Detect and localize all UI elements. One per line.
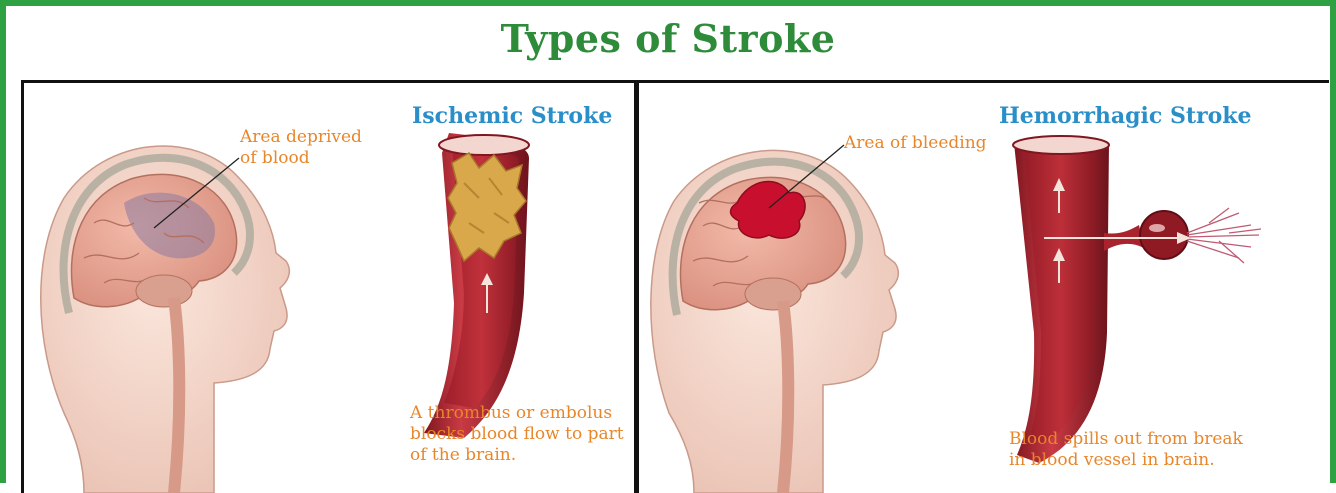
blood-spray xyxy=(1187,208,1261,263)
ischemic-heading: Ischemic Stroke xyxy=(412,103,612,129)
spinal-cord xyxy=(174,298,179,493)
label-area-deprived-2: of blood xyxy=(240,148,310,169)
label-area-bleeding: Area of bleeding xyxy=(844,133,987,154)
artery-opening-2 xyxy=(1013,136,1109,154)
hemorrhagic-caption-line1: Blood spills out from break xyxy=(1009,429,1243,450)
page-title: Types of Stroke xyxy=(0,16,1336,61)
cerebellum-2 xyxy=(745,278,801,310)
ischemic-caption-line2: blocks blood flow to part xyxy=(410,424,624,445)
label-area-deprived-1: Area deprived xyxy=(240,127,362,148)
cerebellum xyxy=(136,275,192,307)
hemorrhagic-panel: Hemorrhagic Stroke Area of bleeding Bloo… xyxy=(636,80,1329,493)
ischemic-caption-line3: of the brain. xyxy=(410,445,516,466)
artery-opening xyxy=(439,135,529,155)
hemorrhagic-caption-line2: in blood vessel in brain. xyxy=(1009,450,1215,471)
hemorrhagic-heading: Hemorrhagic Stroke xyxy=(999,103,1252,129)
ischemic-caption-line1: A thrombus or embolus xyxy=(410,403,612,424)
spinal-cord-2 xyxy=(783,301,788,493)
ischemic-panel: Ischemic Stroke Area deprived of blood A… xyxy=(21,80,637,493)
